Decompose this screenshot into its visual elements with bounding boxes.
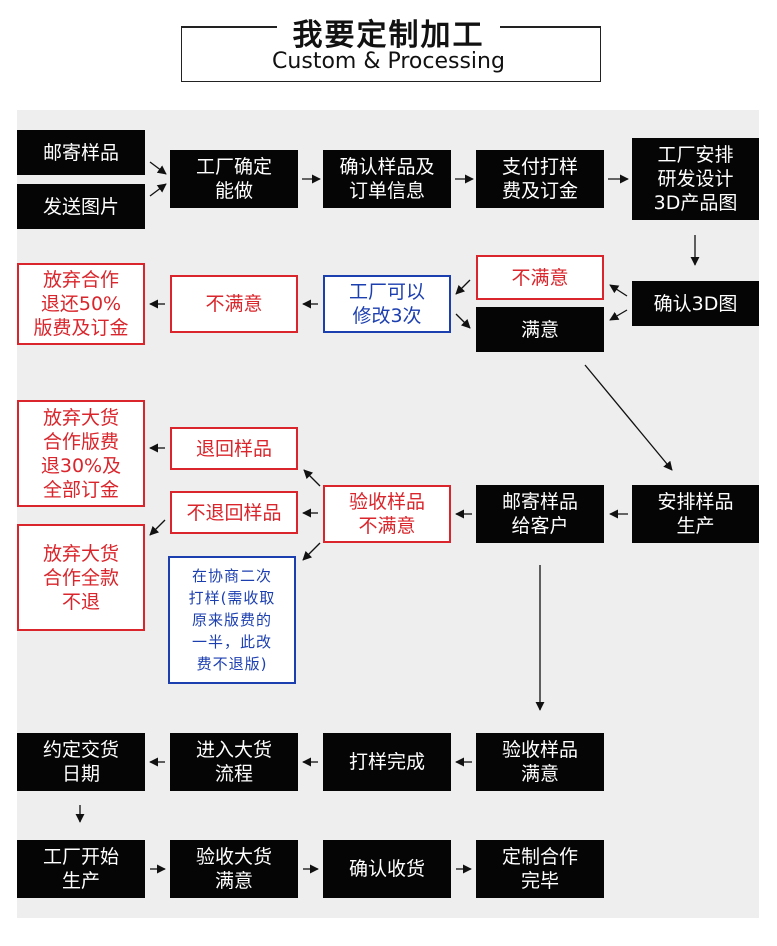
- node-inspect-unsatisfied: 验收样品 不满意: [323, 485, 451, 543]
- node-renegotiate: 在协商二次 打样(需收取 原来版费的 一半，此改 费不退版): [168, 556, 296, 684]
- node-factory-revise: 工厂可以 修改3次: [323, 275, 451, 333]
- node-factory-3d: 工厂安排 研发设计 3D产品图: [632, 138, 759, 220]
- page-title: 我要定制加工: [292, 18, 485, 53]
- arrow-3d-unsatisfied: [609, 284, 628, 297]
- page-subtitle: Custom & Processing: [272, 49, 505, 74]
- arrow-unsat-revise: [455, 279, 471, 295]
- arrow-inspect-renegotiate: [302, 542, 321, 561]
- arrow-3d-satisfied: [609, 309, 628, 321]
- node-factory-confirm: 工厂确定 能做: [170, 150, 298, 208]
- node-sampling-done: 打样完成: [323, 733, 451, 791]
- title-frame: [181, 26, 601, 82]
- arrow-sat-arrange: [584, 364, 673, 471]
- node-confirm-receipt: 确认收货: [323, 840, 451, 898]
- node-abandon-no-refund: 放弃大货 合作全款 不退: [17, 524, 145, 631]
- node-arrange-sample: 安排样品 生产: [632, 485, 759, 543]
- node-not-return-sample: 不退回样品: [170, 491, 298, 534]
- node-return-sample: 退回样品: [170, 427, 298, 470]
- node-confirm-sample-order: 确认样品及 订单信息: [323, 150, 451, 208]
- node-abandon-refund-30: 放弃大货 合作版费 退30%及 全部订金: [17, 400, 145, 507]
- title-rule-left: [181, 26, 277, 28]
- node-mail-sample-customer: 邮寄样品 给客户: [476, 485, 604, 543]
- arrow-inspect-return: [303, 469, 321, 487]
- node-custom-complete: 定制合作 完毕: [476, 840, 604, 898]
- node-factory-start: 工厂开始 生产: [17, 840, 145, 898]
- node-unsatisfied-mid: 不满意: [170, 275, 298, 333]
- node-inspect-bulk: 验收大货 满意: [170, 840, 298, 898]
- arrow-image-to-confirm: [149, 183, 167, 197]
- title-rule-right: [500, 26, 601, 28]
- node-agree-delivery: 约定交货 日期: [17, 733, 145, 791]
- node-abandon-refund-50: 放弃合作 退还50% 版费及订金: [17, 263, 145, 345]
- node-mail-sample: 邮寄样品: [17, 130, 145, 175]
- arrow-notreturn-abandon: [149, 519, 166, 536]
- node-unsatisfied-3d: 不满意: [476, 255, 604, 300]
- arrow-revise-sat: [455, 313, 471, 329]
- node-satisfied-3d: 满意: [476, 307, 604, 352]
- node-send-image: 发送图片: [17, 184, 145, 229]
- node-inspect-satisfied: 验收样品 满意: [476, 733, 604, 791]
- node-confirm-3d: 确认3D图: [632, 281, 759, 326]
- node-pay-deposit: 支付打样 费及订金: [476, 150, 604, 208]
- arrow-mail-to-confirm: [149, 161, 167, 175]
- node-enter-bulk: 进入大货 流程: [170, 733, 298, 791]
